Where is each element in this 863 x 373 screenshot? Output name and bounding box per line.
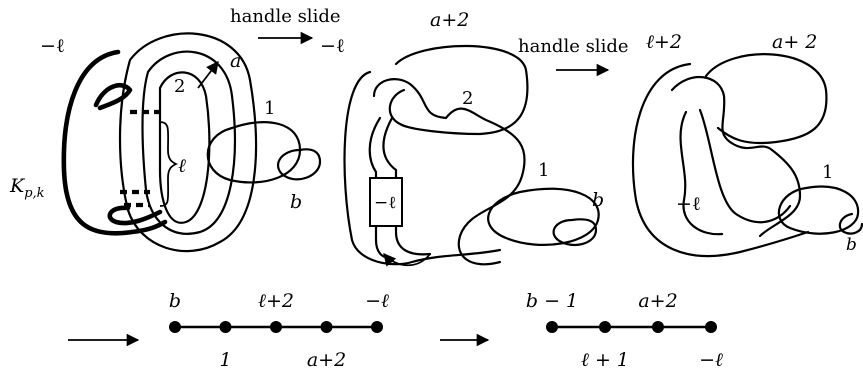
d3-label-b: b <box>846 235 857 255</box>
box-minus-l <box>369 177 403 227</box>
plumbing-weight-top: b <box>169 290 181 312</box>
d2-box-label: −ℓ <box>374 193 396 213</box>
curve-a <box>118 32 258 253</box>
handle-slide-arrow-1: handle slide <box>230 6 341 45</box>
diagram-3: ℓ+2 a+ 2 −ℓ 1 b <box>631 31 863 258</box>
d2-curve-2 <box>372 78 526 266</box>
handle-slide-arrow-2: handle slide <box>518 36 629 77</box>
plumbing-weight-top: b − 1 <box>526 290 578 312</box>
d3-label-minus-l: −ℓ <box>676 193 701 215</box>
d3-label-1: 1 <box>822 162 833 183</box>
diagram-2: a+2 −ℓ 2 1 b −ℓ <box>320 9 604 267</box>
d3-outer-curve <box>631 62 810 258</box>
d3-inner-curve <box>679 110 724 236</box>
curve-a-inner <box>141 50 236 235</box>
plumbing-weight-bottom: ℓ + 1 <box>581 349 629 371</box>
plumbing-vertex <box>546 321 558 333</box>
plumbing-vertex <box>219 321 232 333</box>
d2-label-minus-l: −ℓ <box>320 35 345 57</box>
arrow-a <box>197 61 219 89</box>
handle-slide-label-1: handle slide <box>230 6 341 27</box>
d2-label-2: 2 <box>462 88 473 109</box>
knot-kpk-strand <box>61 49 168 236</box>
plumbing-weight-bottom: −ℓ <box>699 349 723 371</box>
d2-curve-b <box>552 218 598 247</box>
d3-curve-b <box>838 212 863 235</box>
d3-label-a2: a+ 2 <box>772 31 817 53</box>
plumbing-weight-top: −ℓ <box>365 290 389 312</box>
d3-inner-curve-2 <box>698 108 792 224</box>
plumbing-weight-bottom: a+2 <box>307 349 346 371</box>
knot-kpk-upper-clasp <box>93 83 133 111</box>
label-a: a <box>230 50 241 72</box>
d3-label-l2: ℓ+2 <box>646 31 682 53</box>
d3-curve-l2 <box>670 75 802 238</box>
d2-label-1: 1 <box>538 160 549 181</box>
handle-slide-label-2: handle slide <box>518 36 629 57</box>
d2-label-a2: a+2 <box>430 9 469 31</box>
d2-arrow <box>383 253 431 267</box>
curve-b <box>276 148 322 181</box>
plumbing-vertex <box>270 321 282 333</box>
d2-label-b: b <box>592 189 604 211</box>
d3-curve-1 <box>777 185 860 235</box>
curve-2 <box>158 71 211 224</box>
plumbing-vertex <box>652 321 664 333</box>
plumbing-vertex <box>320 321 333 333</box>
d2-curve-1 <box>487 187 600 246</box>
plumbing-vertex <box>371 321 383 333</box>
plumbing-weight-top: ℓ+2 <box>258 290 294 312</box>
d2-outer-curve <box>343 70 502 266</box>
label-minus-l: −ℓ <box>40 35 65 57</box>
plumbing-vertex <box>705 321 717 333</box>
plumbing-weight-top: a+2 <box>638 290 677 312</box>
plumbing-graph-2: b − 1 ℓ + 1 a+2 −ℓ <box>526 290 723 371</box>
brace-l <box>159 121 179 207</box>
d3-curve-a2 <box>704 53 828 145</box>
label-b: b <box>290 191 302 213</box>
label-kpk: Kp,k <box>9 175 45 201</box>
diagram-1: −ℓ a 2 1 b ℓ Kp,k <box>9 32 322 253</box>
d2-curve-a2 <box>388 44 529 136</box>
plumbing-vertex <box>169 321 181 333</box>
plumbing-graph-1: b 1 ℓ+2 a+2 −ℓ <box>169 290 389 371</box>
knot-kpk-lower-clasp <box>107 205 163 226</box>
plumbing-vertex <box>599 321 611 333</box>
label-1: 1 <box>264 98 275 119</box>
label-l: ℓ <box>178 155 186 177</box>
plumbing-weight-bottom: 1 <box>219 349 231 371</box>
label-2: 2 <box>174 76 185 97</box>
curve-1 <box>206 121 302 184</box>
